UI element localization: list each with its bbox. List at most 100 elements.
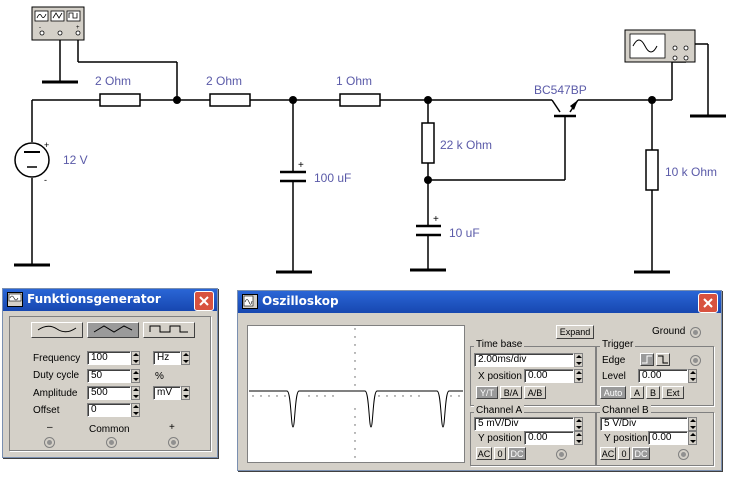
channel-a-zero-button[interactable]: 0 xyxy=(494,447,506,460)
capacitor-c2-label: 10 uF xyxy=(449,226,480,240)
channel-a-ac-button[interactable]: AC xyxy=(476,447,492,460)
svg-text:-: - xyxy=(44,175,47,185)
close-button[interactable] xyxy=(698,293,718,313)
amplitude-label: Amplitude xyxy=(33,388,78,399)
channel-b-scale-spinner[interactable] xyxy=(688,417,697,431)
level-spinner[interactable] xyxy=(688,369,697,383)
channel-b-y-position-spinner[interactable] xyxy=(688,431,697,445)
amplitude-unit-field[interactable]: mV xyxy=(153,386,181,400)
mode-ba-button[interactable]: B/A xyxy=(500,386,522,399)
channel-a-dc-button[interactable]: DC xyxy=(508,447,526,460)
square-wave-button[interactable] xyxy=(143,322,195,338)
mode-yt-button[interactable]: Y/T xyxy=(476,386,498,399)
level-field[interactable]: 0.00 xyxy=(638,369,688,383)
duty-cycle-label: Duty cycle xyxy=(33,370,80,381)
oscilloscope-app-icon xyxy=(242,294,258,309)
offset-field[interactable]: 0 xyxy=(87,403,131,417)
minus-terminal-connector[interactable] xyxy=(44,437,55,448)
channel-a-y-position-field[interactable]: 0.00 xyxy=(524,431,574,445)
title-bar[interactable]: Funktionsgenerator xyxy=(3,289,217,311)
amplitude-field[interactable]: 500 xyxy=(87,386,131,400)
frequency-label: Frequency xyxy=(33,353,81,364)
voltage-source-icon xyxy=(14,142,50,178)
channel-b-y-position-label: Y position xyxy=(604,433,648,444)
time-base-field[interactable]: 2.00ms/div xyxy=(474,353,574,367)
capacitor-c1-label: 100 uF xyxy=(314,171,352,185)
amplitude-spinner[interactable] xyxy=(131,386,140,400)
close-button[interactable] xyxy=(194,291,214,311)
edge-rising-button[interactable] xyxy=(640,353,654,366)
sine-wave-button[interactable] xyxy=(31,322,83,338)
channel-a-y-position-spinner[interactable] xyxy=(574,431,583,445)
expand-button[interactable]: Expand xyxy=(556,325,594,339)
amplitude-unit-spinner[interactable] xyxy=(181,386,190,400)
rising-edge-icon xyxy=(642,355,652,364)
function-generator-instrument-icon: - + xyxy=(31,6,85,41)
resistor-r2-label: 2 Ohm xyxy=(206,74,243,88)
voltage-source-label: 12 V xyxy=(63,153,88,167)
channel-b-y-position-field[interactable]: 0.00 xyxy=(648,431,688,445)
frequency-unit-spinner[interactable] xyxy=(181,351,190,365)
channel-b-zero-button[interactable]: 0 xyxy=(618,447,630,460)
channel-a-scale-field[interactable]: 5 mV/Div xyxy=(474,417,574,431)
channel-b-connector[interactable] xyxy=(678,449,689,460)
resistor-r3-label: 1 Ohm xyxy=(336,74,373,88)
mode-ab-button[interactable]: A/B xyxy=(524,386,546,399)
channel-b-ac-button[interactable]: AC xyxy=(600,447,616,460)
triangle-wave-button[interactable] xyxy=(87,322,139,338)
svg-text:-: - xyxy=(39,25,41,31)
svg-text:+: + xyxy=(298,160,304,171)
plus-terminal-connector[interactable] xyxy=(168,437,179,448)
resistor-load-label: 10 k Ohm xyxy=(665,165,718,179)
oscilloscope-instrument-icon xyxy=(624,29,696,63)
channel-a-group xyxy=(470,412,596,466)
minus-terminal-label: – xyxy=(47,422,53,433)
transistor-label: BC547BP xyxy=(534,83,587,97)
window-title: Oszilloskop xyxy=(262,294,339,308)
offset-spinner[interactable] xyxy=(131,403,140,417)
duty-cycle-spinner[interactable] xyxy=(131,369,140,383)
time-base-spinner[interactable] xyxy=(574,353,583,367)
common-terminal-connector[interactable] xyxy=(106,437,117,448)
frequency-field[interactable]: 100 xyxy=(87,351,131,365)
channel-b-group xyxy=(596,412,714,466)
square-wave-icon xyxy=(149,325,188,333)
trigger-connector[interactable] xyxy=(690,355,701,366)
trigger-auto-button[interactable]: Auto xyxy=(600,386,626,399)
trigger-ext-button[interactable]: Ext xyxy=(662,386,684,399)
duty-cycle-unit: % xyxy=(155,371,164,382)
common-terminal-label: Common xyxy=(89,424,130,435)
duty-cycle-field[interactable]: 50 xyxy=(87,369,131,383)
x-position-field[interactable]: 0.00 xyxy=(524,369,574,383)
close-icon xyxy=(199,296,209,306)
frequency-spinner[interactable] xyxy=(131,351,140,365)
time-base-group xyxy=(470,346,596,406)
frequency-unit-field[interactable]: Hz xyxy=(153,351,181,365)
oscilloscope-screen xyxy=(247,325,465,463)
plus-terminal-label: + xyxy=(169,422,175,433)
title-bar[interactable]: Oszilloskop xyxy=(238,291,721,313)
trigger-b-button[interactable]: B xyxy=(646,386,660,399)
window-title: Funktionsgenerator xyxy=(27,292,161,306)
svg-text:+: + xyxy=(44,140,49,150)
channel-a-title: Channel A xyxy=(474,405,525,416)
trace-channel-a xyxy=(249,390,463,428)
channel-a-connector[interactable] xyxy=(556,449,567,460)
function-generator-window: Funktionsgenerator Frequency 100 Hz Duty… xyxy=(2,288,218,458)
channel-b-scale-field[interactable]: 5 V/Div xyxy=(600,417,688,431)
channel-b-dc-button[interactable]: DC xyxy=(632,447,650,460)
ground-connector[interactable] xyxy=(690,327,701,338)
oscilloscope-window: Oszilloskop Expand Ground Ti xyxy=(237,290,722,471)
resistor-base-label: 22 k Ohm xyxy=(440,138,493,152)
emitter-arrow-icon xyxy=(570,100,578,110)
channel-a-y-position-label: Y position xyxy=(478,433,522,444)
channel-a-scale-spinner[interactable] xyxy=(574,417,583,431)
resistor-r1-label: 2 Ohm xyxy=(95,74,132,88)
x-position-label: X position xyxy=(478,371,522,382)
edge-falling-button[interactable] xyxy=(656,353,670,366)
x-position-spinner[interactable] xyxy=(574,369,583,383)
trigger-a-button[interactable]: A xyxy=(630,386,644,399)
edge-label: Edge xyxy=(602,355,626,366)
trigger-title: Trigger xyxy=(600,339,636,350)
